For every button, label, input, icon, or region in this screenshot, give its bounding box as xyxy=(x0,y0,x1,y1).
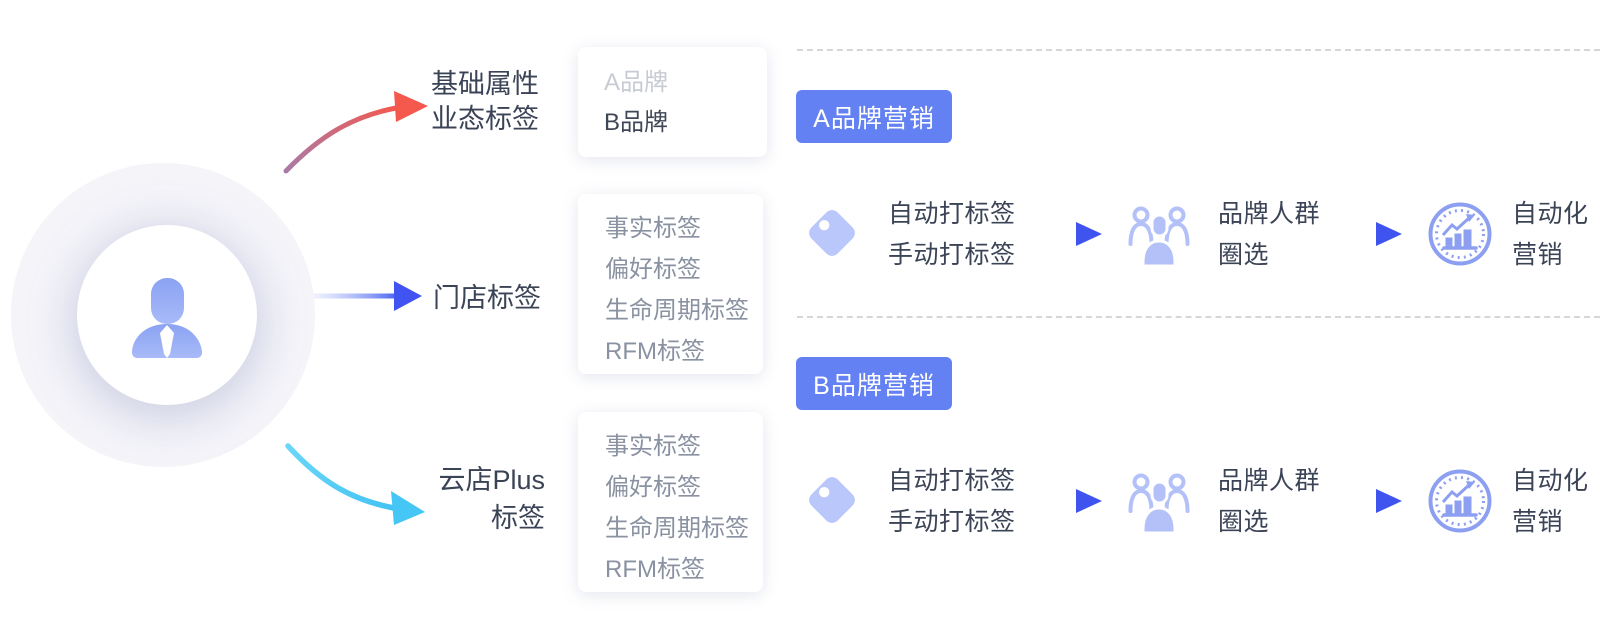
customer-hub-circle xyxy=(11,163,315,467)
source-label-cloud-plus-tags: 云店Plus 标签 xyxy=(425,461,545,537)
tagging-step-label: 自动打标签 手动打标签 xyxy=(888,461,1016,543)
tag-item: 事实标签 xyxy=(605,433,701,460)
tagging-line: 手动打标签 xyxy=(888,241,1016,269)
outcome-step-label: 自动化 营销 xyxy=(1512,461,1589,543)
store-tag-box: 事实标签 偏好标签 生命周期标签 RFM标签 xyxy=(578,194,763,374)
flow-arrow-icon xyxy=(1034,489,1102,513)
tag-icon xyxy=(809,210,855,256)
user-icon xyxy=(131,278,203,358)
outcome-step-label: 自动化 营销 xyxy=(1512,194,1589,276)
audience-line: 圈选 xyxy=(1218,508,1270,536)
tag-item-brand-b: B品牌 xyxy=(604,109,669,136)
people-group-icon xyxy=(1128,473,1190,533)
flow-arrow-icon xyxy=(1334,489,1402,513)
source-label-line: 业态标签 xyxy=(431,104,539,134)
tag-item: 偏好标签 xyxy=(605,474,701,501)
outcome-line: 营销 xyxy=(1512,241,1564,269)
flow-arrow-icon xyxy=(1034,222,1102,246)
chart-growth-icon xyxy=(1428,202,1492,266)
audience-line: 品牌人群 xyxy=(1218,200,1321,228)
outcome-line: 自动化 xyxy=(1512,467,1589,495)
brand-b-marketing-badge: B品牌营销 xyxy=(796,357,952,410)
tag-item: 生命周期标签 xyxy=(605,297,749,324)
customer-hub-inner-circle xyxy=(77,225,257,405)
cloud-plus-tag-box: 事实标签 偏好标签 生命周期标签 RFM标签 xyxy=(578,412,763,592)
tag-item: 偏好标签 xyxy=(605,256,701,283)
tagging-step-label: 自动打标签 手动打标签 xyxy=(888,194,1016,276)
source-label-line: 标签 xyxy=(491,503,545,533)
audience-step-label: 品牌人群 圈选 xyxy=(1218,461,1320,543)
source-label-line: 云店Plus xyxy=(438,465,545,495)
tag-item: RFM标签 xyxy=(605,338,705,365)
people-group-icon xyxy=(1128,206,1190,266)
tag-icon xyxy=(809,477,855,523)
source-label-store-tags: 门店标签 xyxy=(433,283,541,313)
divider-dashed-line xyxy=(797,49,1600,51)
tag-item: RFM标签 xyxy=(605,556,705,583)
tagging-line: 自动打标签 xyxy=(888,200,1016,228)
pipeline-brand-b: B品牌营销 自动打标签 手动打标签 品牌人群 xyxy=(0,303,1600,573)
audience-step-label: 品牌人群 圈选 xyxy=(1218,194,1320,276)
tag-item-brand-a: A品牌 xyxy=(604,69,669,96)
brand-a-marketing-badge: A品牌营销 xyxy=(796,90,952,143)
tagging-line: 自动打标签 xyxy=(888,467,1016,495)
flow-arrow-icon xyxy=(1334,222,1402,246)
audience-line: 品牌人群 xyxy=(1218,467,1321,495)
tagging-line: 手动打标签 xyxy=(888,508,1016,536)
audience-line: 圈选 xyxy=(1218,241,1270,269)
divider-dashed-line xyxy=(797,316,1600,318)
outcome-line: 营销 xyxy=(1512,508,1564,536)
pipeline-brand-a: A品牌营销 自动打标签 手动打标签 品牌人群 xyxy=(0,36,1600,306)
outcome-line: 自动化 xyxy=(1512,200,1589,228)
chart-growth-icon xyxy=(1428,469,1492,533)
tag-item: 事实标签 xyxy=(605,215,701,242)
source-label-line: 基础属性 xyxy=(431,69,539,99)
tag-item: 生命周期标签 xyxy=(605,515,749,542)
brand-tag-box: A品牌 B品牌 xyxy=(578,47,767,157)
source-label-basic-attributes: 基础属性 业态标签 xyxy=(425,67,545,137)
